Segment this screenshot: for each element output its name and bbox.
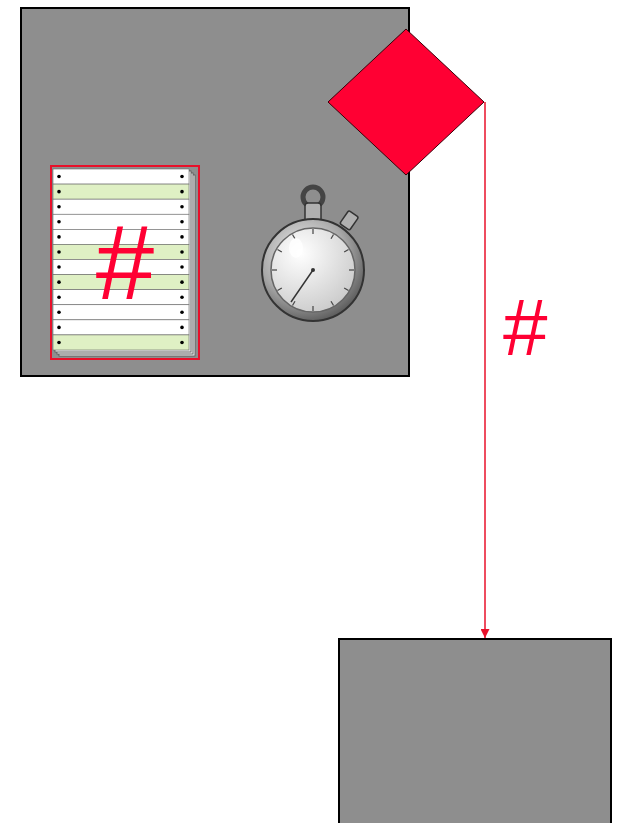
document-stack: # (50, 165, 200, 360)
container-box: # (20, 7, 410, 377)
target-box (338, 638, 612, 823)
node-label: # (96, 210, 154, 315)
decision-diamond (327, 28, 485, 176)
edge-label: # (503, 288, 548, 368)
flow-arrow (484, 102, 486, 638)
diamond-outline (327, 28, 485, 176)
